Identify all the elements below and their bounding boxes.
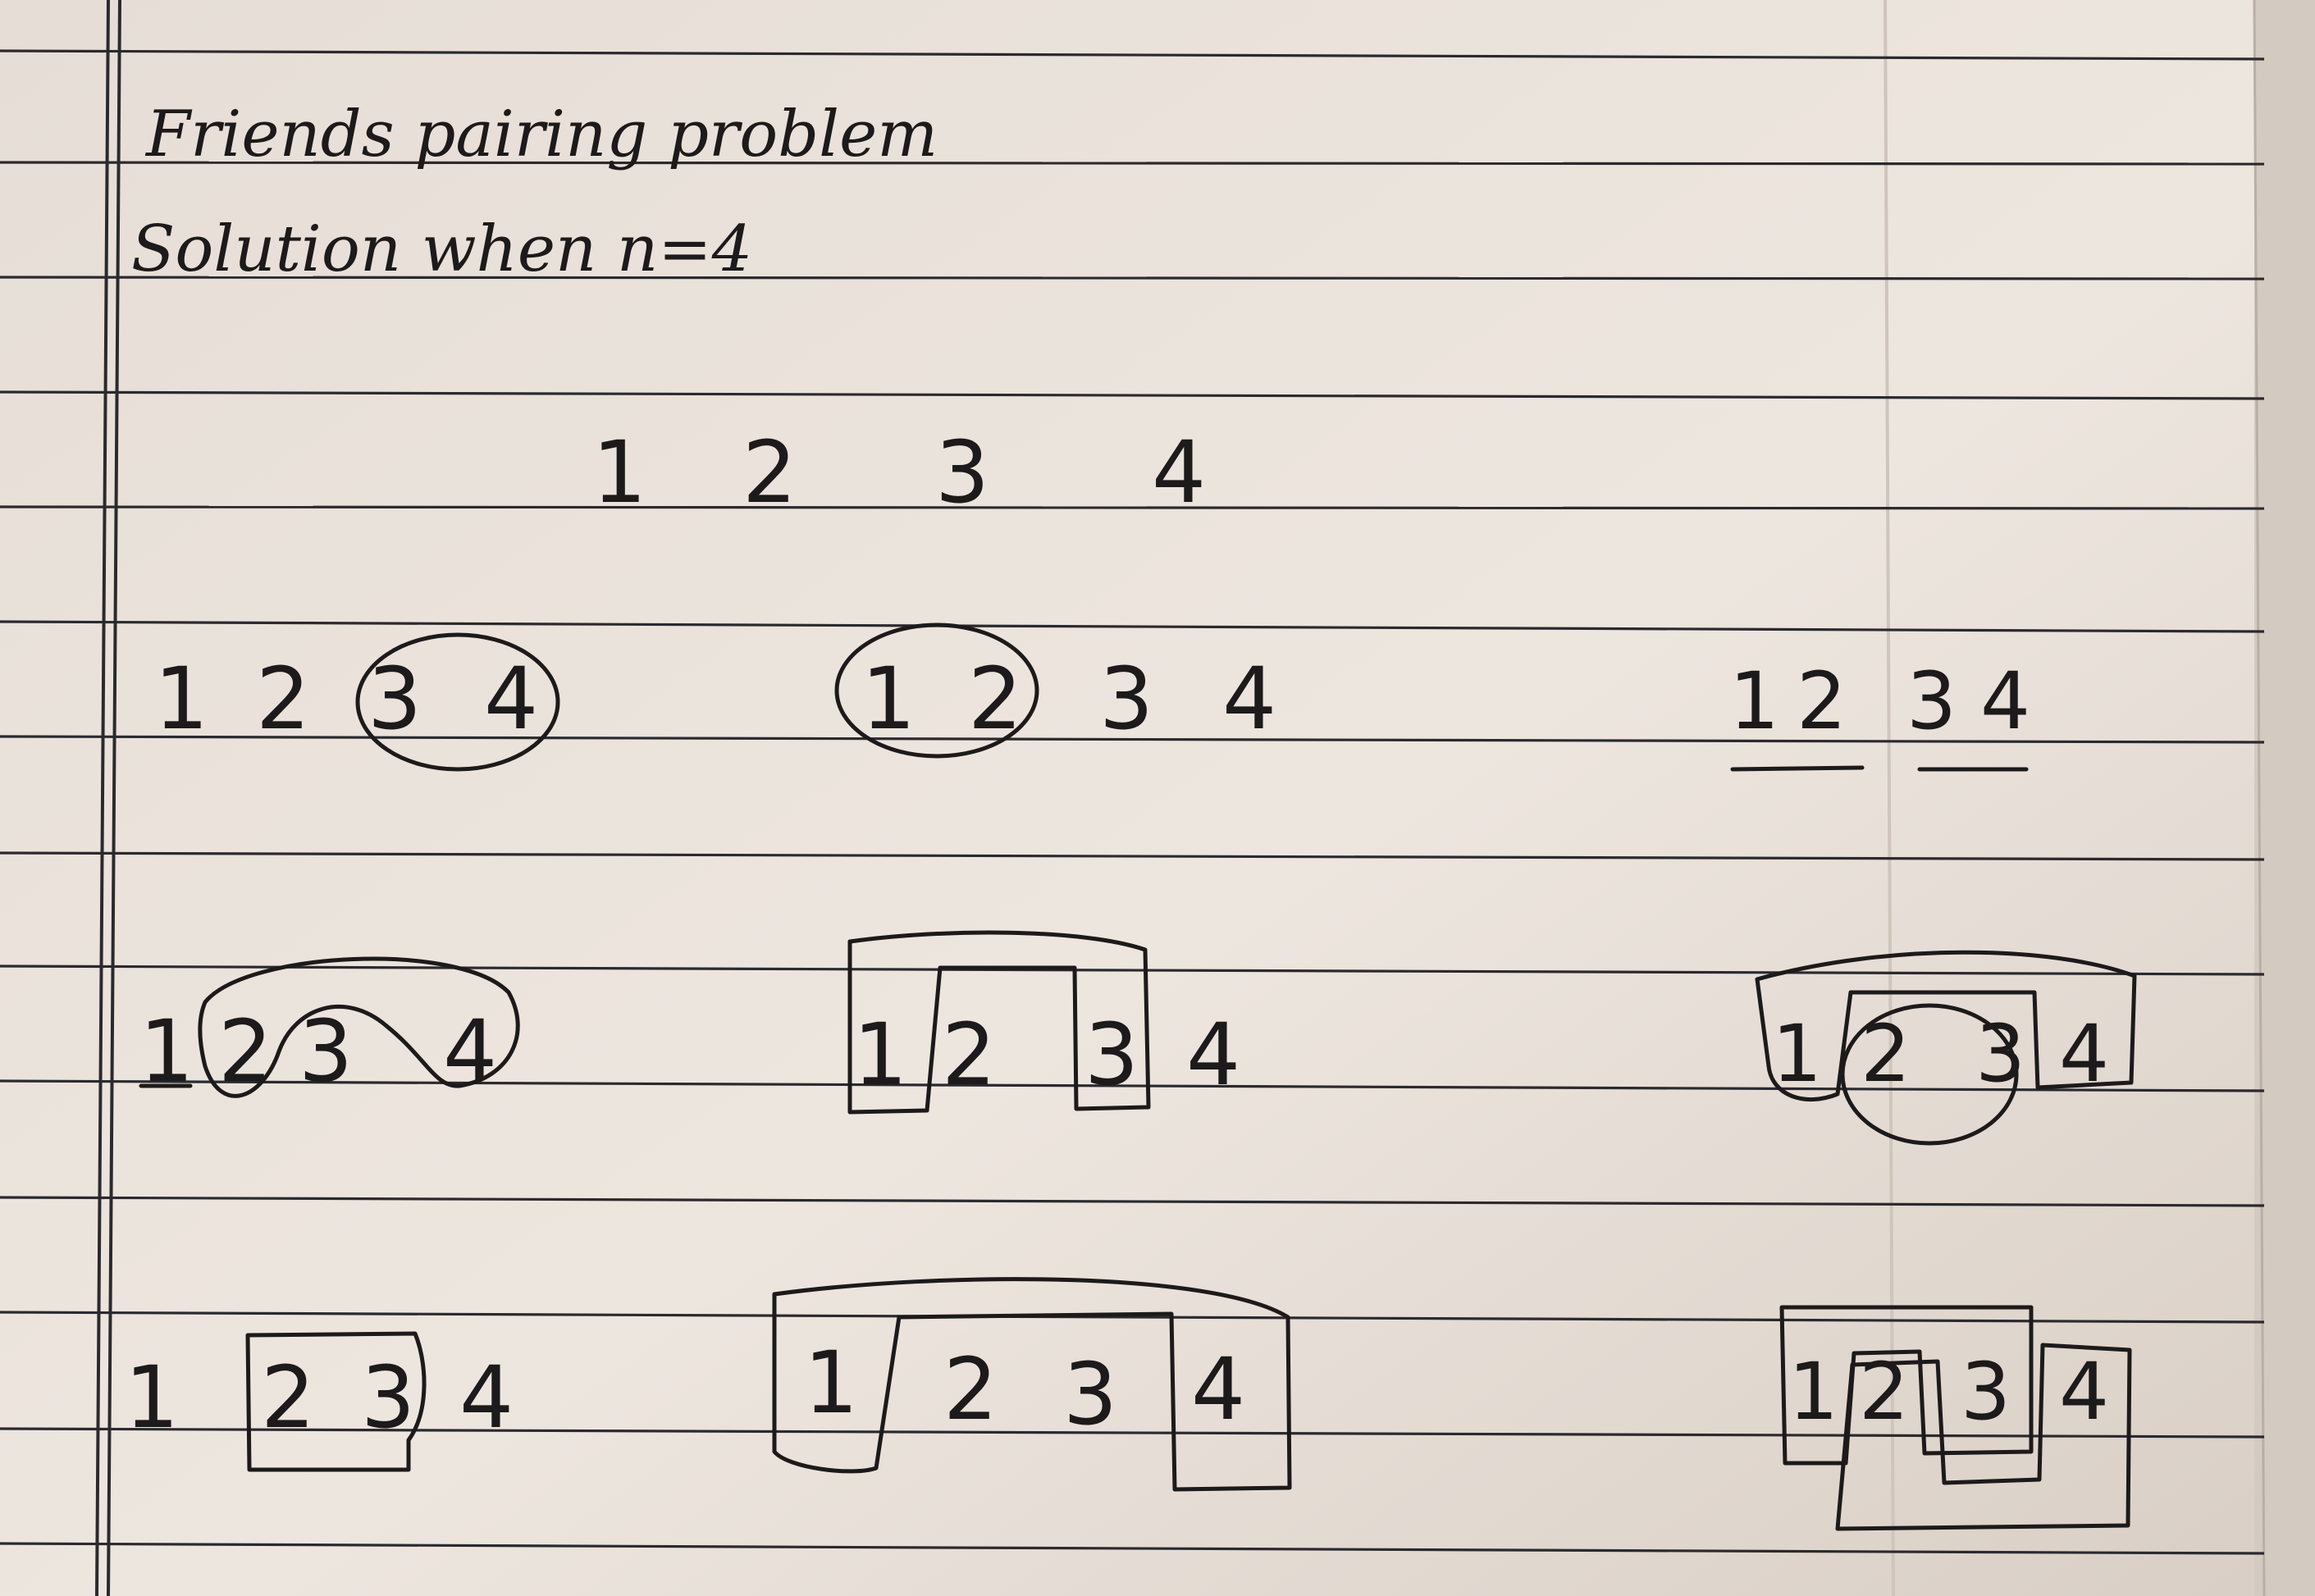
solution-1-item-1: 1 — [154, 649, 208, 749]
pair-circle-2-3 — [1840, 1003, 2019, 1146]
heading-line-1: Friends pairing problem — [144, 98, 938, 171]
ruled-lines — [0, 49, 2265, 1555]
solution-5: 1 2 3 4 — [847, 930, 1240, 1115]
solution-8: 1 2 3 4 — [772, 1277, 1292, 1492]
pair-bracket-1-4 — [772, 1277, 1292, 1492]
solution-5-item-3: 3 — [1084, 1005, 1139, 1105]
solution-9-item-4: 4 — [2059, 1346, 2109, 1438]
solution-9-item-1: 1 — [1788, 1346, 1838, 1438]
solution-3-item-2: 2 — [1797, 655, 1847, 747]
pair-circle-1-2 — [834, 622, 1039, 759]
pair-bracket-1-4 — [1755, 950, 2137, 1101]
solution-5-item-1: 1 — [853, 1005, 907, 1105]
solution-1: 1 2 3 4 — [154, 632, 560, 772]
pair-bracket-2-4 — [1835, 1343, 2132, 1531]
friend-4: 4 — [1152, 422, 1206, 522]
solution-3-item-1: 1 — [1729, 655, 1779, 747]
solution-2: 1 2 3 4 — [834, 622, 1276, 759]
solution-7-item-1: 1 — [125, 1347, 179, 1448]
solution-2-item-1: 1 — [861, 649, 915, 749]
solution-2-item-3: 3 — [1099, 649, 1153, 749]
friend-3: 3 — [935, 422, 989, 522]
solution-1-item-2: 2 — [256, 649, 310, 749]
pair-loop-2-4 — [198, 956, 520, 1098]
margin-lines — [95, 0, 121, 1596]
solution-2-item-4: 4 — [1222, 649, 1276, 749]
solution-1-item-4: 4 — [484, 649, 538, 749]
solution-8-item-1: 1 — [804, 1333, 858, 1433]
solution-6: 1 2 3 4 — [1755, 950, 2137, 1146]
solution-9-item-2: 2 — [1859, 1346, 1909, 1438]
solution-6-item-1: 1 — [1772, 1008, 1822, 1100]
solution-7-item-4: 4 — [459, 1347, 514, 1448]
solution-3: 1 2 3 4 — [1729, 655, 2030, 772]
pair-bracket-1-3 — [847, 930, 1151, 1115]
friends-row: 1 2 3 4 — [592, 422, 1206, 522]
solution-7: 1 2 3 4 — [125, 1331, 514, 1472]
pair-circle-3-4 — [355, 632, 560, 772]
solution-4-item-2: 2 — [218, 1001, 272, 1101]
pair-box-2-3 — [245, 1331, 427, 1472]
pair-underline-1-2 — [1730, 765, 1865, 772]
solution-9: 1 2 3 4 — [1779, 1305, 2132, 1531]
friend-2: 2 — [742, 422, 797, 522]
page-edge-line — [2253, 0, 2266, 1596]
solution-7-item-3: 3 — [361, 1347, 415, 1448]
pair-bracket-1-3 — [1779, 1305, 2034, 1466]
solution-5-item-4: 4 — [1186, 1005, 1240, 1105]
solution-7-item-2: 2 — [261, 1347, 315, 1448]
solution-4: 1 2 3 4 — [139, 956, 520, 1101]
solution-3-item-3: 3 — [1906, 655, 1957, 747]
right-page-edge — [2254, 0, 2315, 1596]
solution-3-item-4: 4 — [1980, 655, 2030, 747]
solution-8-item-4: 4 — [1191, 1339, 1245, 1439]
heading-line-2: Solution when n=4 — [131, 212, 752, 286]
solution-8-item-3: 3 — [1063, 1344, 1117, 1444]
solution-9-item-3: 3 — [1961, 1346, 2011, 1438]
solution-4-item-3: 3 — [299, 1001, 353, 1101]
solution-5-item-2: 2 — [942, 1005, 996, 1105]
solution-6-item-2: 2 — [1861, 1008, 1911, 1100]
solution-8-item-2: 2 — [943, 1339, 998, 1439]
fold-line — [1884, 0, 1895, 1596]
friend-1: 1 — [592, 422, 646, 522]
